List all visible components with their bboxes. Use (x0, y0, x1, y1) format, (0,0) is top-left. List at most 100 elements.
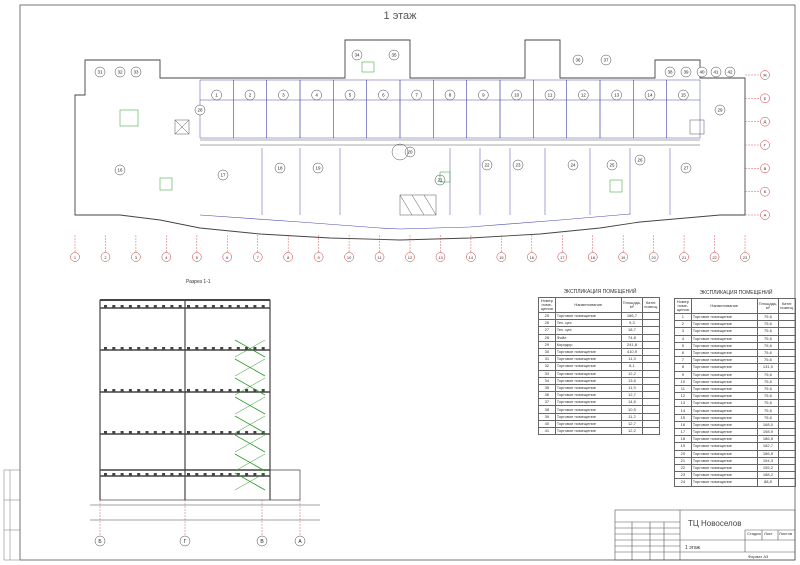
explication-left-caption: ЭКСПЛИКАЦИЯ ПОМЕЩЕНИЙ (563, 289, 637, 295)
table-cell: 241,8 (620, 340, 644, 349)
svg-text:28: 28 (197, 108, 203, 113)
table-cell: 75,6 (756, 377, 780, 386)
table-header-cell: Номер поме-щения (674, 298, 692, 314)
table-cell (778, 463, 796, 473)
table-cell (642, 398, 660, 407)
table-cell: 33 (538, 369, 556, 378)
svg-text:3: 3 (282, 93, 285, 98)
table-cell: Торговое помещение (690, 427, 758, 437)
table-cell (642, 369, 660, 378)
table-cell: 131,0 (756, 363, 780, 372)
table-cell: 1 (674, 312, 692, 322)
table-cell (778, 399, 796, 408)
svg-text:19: 19 (315, 166, 321, 171)
axis-bubble-bottom: 18 (587, 252, 598, 262)
table-cell (778, 312, 796, 322)
svg-text:14: 14 (469, 255, 474, 260)
axis-bubble-bottom: 17 (557, 252, 568, 262)
table-cell: 20 (674, 449, 692, 458)
table-cell: 37 (538, 398, 556, 407)
table-header-cell: Наименование (554, 297, 622, 313)
axis-bubble-bottom: 4 (161, 252, 172, 262)
section-axis-bubble: В (256, 535, 268, 547)
table-cell: Торговое помещение (690, 463, 758, 473)
room-label: 31 (94, 66, 106, 78)
room-label: 38 (664, 66, 676, 78)
table-cell: Торговое помещение (554, 383, 622, 393)
table-cell: 24 (674, 478, 692, 487)
table-cell: 11,9 (620, 383, 644, 393)
table-cell: Торговое помещение (554, 369, 622, 378)
table-cell: 22 (674, 463, 692, 473)
svg-text:5: 5 (349, 93, 352, 98)
axis-bubble-bottom: 9 (313, 252, 324, 262)
table-cell: 8 (674, 363, 692, 372)
table-cell (778, 478, 796, 487)
table-cell: Торговое помещение (554, 405, 622, 414)
svg-text:18: 18 (277, 166, 283, 171)
table-cell: Торговое помещение (554, 391, 622, 400)
table-cell: 36 (538, 391, 556, 400)
axis-bubble-bottom: 16 (527, 252, 537, 262)
svg-text:10: 10 (347, 255, 352, 260)
axis-bubble-bottom: 1 (70, 252, 80, 262)
stamp-sheet-name: 1 этаж (685, 545, 700, 551)
table-header-cell: Номер поме-щения (538, 297, 556, 313)
table-cell (642, 333, 660, 342)
table-cell: 11,3 (620, 355, 644, 364)
svg-text:Д: Д (764, 119, 767, 124)
svg-text:31: 31 (97, 70, 103, 75)
table-cell: 39 (538, 412, 556, 421)
axis-bubble-bottom: 2 (100, 252, 111, 262)
room-label: 39 (680, 66, 692, 78)
axis-bubble-bottom: 13 (435, 252, 446, 262)
table-cell: 75,6 (756, 370, 780, 379)
table-cell: 10,5 (620, 405, 644, 414)
table-cell: Торговое помещение (554, 311, 622, 321)
svg-text:2: 2 (249, 93, 252, 98)
table-cell: 4 (674, 334, 692, 343)
table-cell: Торговое помещение (690, 341, 758, 350)
table-cell: 75,6 (756, 384, 780, 394)
svg-text:В: В (764, 166, 767, 171)
table-cell: Торговое помещение (690, 478, 758, 487)
svg-text:23: 23 (743, 255, 748, 260)
room-label: 10 (511, 89, 522, 101)
svg-text:35: 35 (391, 53, 397, 58)
svg-text:15: 15 (499, 255, 504, 260)
table-cell: 14 (674, 406, 692, 415)
table-cell: Торговое помещение (690, 320, 758, 329)
svg-text:1: 1 (215, 93, 218, 98)
svg-text:9: 9 (318, 255, 321, 260)
svg-text:17: 17 (560, 255, 565, 260)
svg-text:29: 29 (717, 108, 723, 113)
sheet-title: 1 этаж (383, 10, 417, 22)
table-cell (778, 370, 796, 379)
svg-text:15: 15 (681, 93, 687, 98)
room-label: 5 (344, 89, 356, 101)
room-label: 1 (211, 89, 222, 101)
table-cell: 75,6 (756, 356, 780, 365)
table-cell (642, 412, 660, 421)
svg-text:Г: Г (764, 143, 767, 148)
table-cell (778, 320, 796, 329)
table-cell: 186,5 (756, 449, 780, 458)
room-label: 18 (274, 162, 286, 174)
table-cell (778, 413, 796, 422)
room-label: 42 (724, 66, 736, 78)
